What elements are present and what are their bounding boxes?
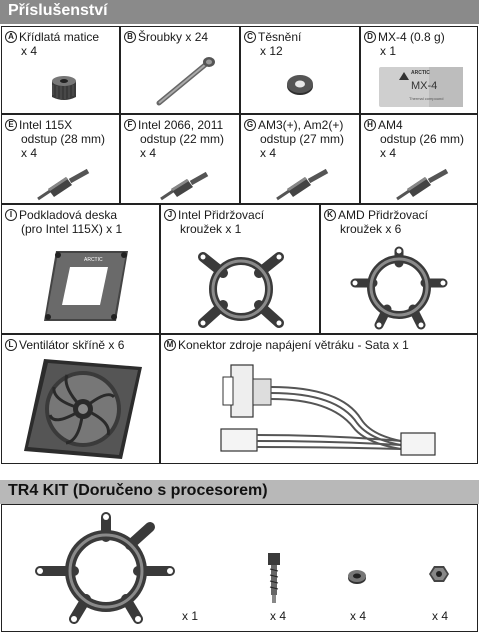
standoff-h-illustration (396, 168, 449, 201)
intel-retention-ring-illustration (198, 252, 284, 328)
item-e-badge: E (5, 119, 17, 131)
item-c-badge: C (244, 31, 256, 43)
backplate-brand: ARCTIC (84, 257, 103, 263)
screw-illustration (156, 57, 215, 106)
wing-nut-illustration (52, 76, 76, 100)
standoff-g-illustration (276, 168, 329, 201)
mx4-package: ARCTIC MX-4 Thermal compound (379, 67, 463, 107)
tr4-title: TR4 KIT (Doručeno s procesorem) (8, 482, 268, 499)
tr4-qty-4: x 4 (432, 609, 449, 623)
mx4-logo-icon (399, 72, 409, 80)
item-j-badge: J (164, 209, 176, 221)
tr4-screw-illustration (268, 553, 280, 603)
item-d-badge: D (364, 31, 376, 43)
item-k-badge: K (324, 209, 336, 221)
tr4-nut-illustration (348, 570, 366, 584)
item-a-badge: A (5, 31, 17, 43)
backplate-illustration: ARCTIC (44, 251, 128, 321)
tr4-qty-1: x 1 (182, 609, 199, 623)
standoff-e-illustration (37, 168, 90, 201)
item-b-badge: B (124, 31, 136, 43)
tr4-hex-nut-illustration (429, 566, 449, 582)
standoff-f-illustration (160, 171, 209, 201)
item-l-badge: L (5, 339, 17, 351)
case-fan-illustration (24, 359, 142, 459)
item-f-badge: F (124, 119, 136, 131)
item-m-badge: M (164, 339, 176, 351)
tr4-retention-bracket-illustration (35, 512, 175, 624)
item-h-badge: H (364, 119, 376, 131)
amd-retention-ring-illustration (350, 246, 448, 330)
mx4-sub: Thermal compound (409, 96, 444, 101)
mx4-name: MX-4 (411, 80, 438, 92)
sata-cable-illustration (220, 364, 436, 456)
item-g-badge: G (244, 119, 256, 131)
accessories-title: Příslušenství (8, 2, 108, 19)
washer-illustration (287, 75, 313, 95)
accessories-header: Příslušenství (0, 0, 479, 24)
tr4-qty-2: x 4 (270, 609, 287, 623)
tr4-qty-3: x 4 (350, 609, 367, 623)
tr4-panel: x 1 x 4 x 4 x 4 (1, 504, 478, 632)
item-i-badge: I (5, 209, 17, 221)
tr4-header: TR4 KIT (Doručeno s procesorem) (0, 480, 479, 504)
mx4-brand: ARCTIC (411, 70, 430, 76)
